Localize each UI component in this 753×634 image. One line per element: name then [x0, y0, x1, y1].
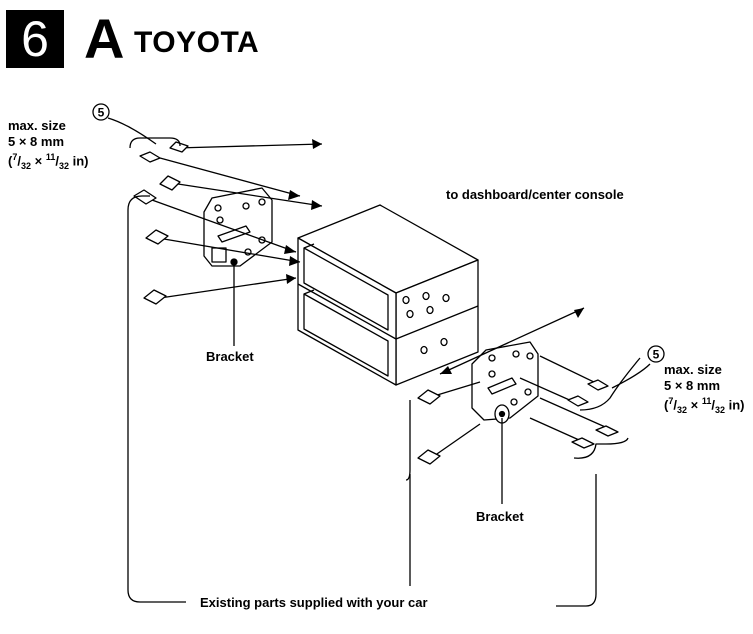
right-bracket [471, 341, 539, 424]
right-screws [417, 307, 619, 465]
right-arrowheads [440, 308, 584, 374]
existing-parts-braces [127, 137, 641, 607]
existing-parts-label: Existing parts supplied with your car [200, 595, 428, 610]
part-5-label-left: 5 [98, 106, 105, 120]
bracket-label-left: Bracket [206, 349, 254, 364]
chassis-holes [402, 291, 450, 355]
right-spec-size: 5 × 8 mm [664, 378, 721, 393]
part-5-circle-right [647, 345, 665, 363]
brand-title: TOYOTA [134, 26, 260, 59]
radio-chassis [297, 204, 479, 386]
dashboard-label: to dashboard/center console [446, 187, 624, 202]
left-spec-size: 5 × 8 mm [8, 134, 65, 149]
left-screws [133, 141, 323, 305]
left-arrowheads [284, 139, 322, 284]
left-spec-title: max. size [8, 118, 66, 133]
part-5-label-right: 5 [653, 348, 660, 362]
left-spec-inches: (7/32 × 11/32 in) [8, 152, 89, 171]
right-spec-inches: (7/32 × 11/32 in) [664, 396, 745, 415]
step-number-badge: 6 [6, 10, 64, 68]
left-bracket [203, 187, 273, 267]
right-spec-title: max. size [664, 362, 722, 377]
part-5-circle-left [92, 103, 110, 121]
bracket-label-right: Bracket [476, 509, 524, 524]
section-letter: A [84, 7, 125, 70]
callout-leaders [107, 117, 651, 389]
